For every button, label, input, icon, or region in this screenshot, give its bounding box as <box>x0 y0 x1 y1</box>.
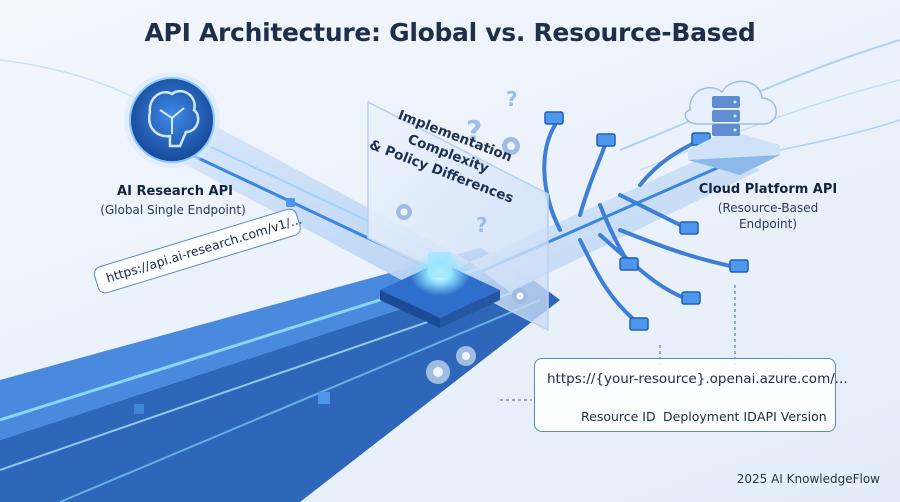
left-api-name: AI Research API <box>117 184 233 199</box>
url-part-api-version: API Version <box>757 409 827 424</box>
footer-credit: 2025 AI KnowledgeFlow <box>736 472 880 486</box>
dashed-connectors <box>500 285 736 401</box>
left-api-subtitle: (Global Single Endpoint) <box>100 203 246 217</box>
url-part-deployment-id: Deployment ID <box>663 409 757 424</box>
right-api-subtitle-1: (Resource-Based <box>717 201 819 215</box>
chip-icon <box>380 252 500 328</box>
brain-icon <box>124 72 220 168</box>
page-title: API Architecture: Global vs. Resource-Ba… <box>144 18 756 47</box>
resource-endpoint-box: https://{your-resource}.openai.azure.com… <box>534 358 848 432</box>
gear-icon <box>396 137 528 384</box>
data-cubes <box>134 198 330 414</box>
url-part-resource-id: Resource ID <box>581 409 656 424</box>
right-api-subtitle-2: Endpoint) <box>738 217 798 231</box>
server-cloud-icon <box>684 80 780 175</box>
question-icon: ? ? ? <box>466 87 518 237</box>
policy-panel <box>367 100 549 332</box>
svg-text:?: ? <box>476 213 488 237</box>
resource-endpoint-url: https://{your-resource}.openai.azure.com… <box>547 371 848 387</box>
right-api-name: Cloud Platform API <box>698 182 838 197</box>
resource-branches <box>542 123 742 327</box>
svg-text:?: ? <box>466 114 482 147</box>
svg-text:?: ? <box>506 87 518 111</box>
